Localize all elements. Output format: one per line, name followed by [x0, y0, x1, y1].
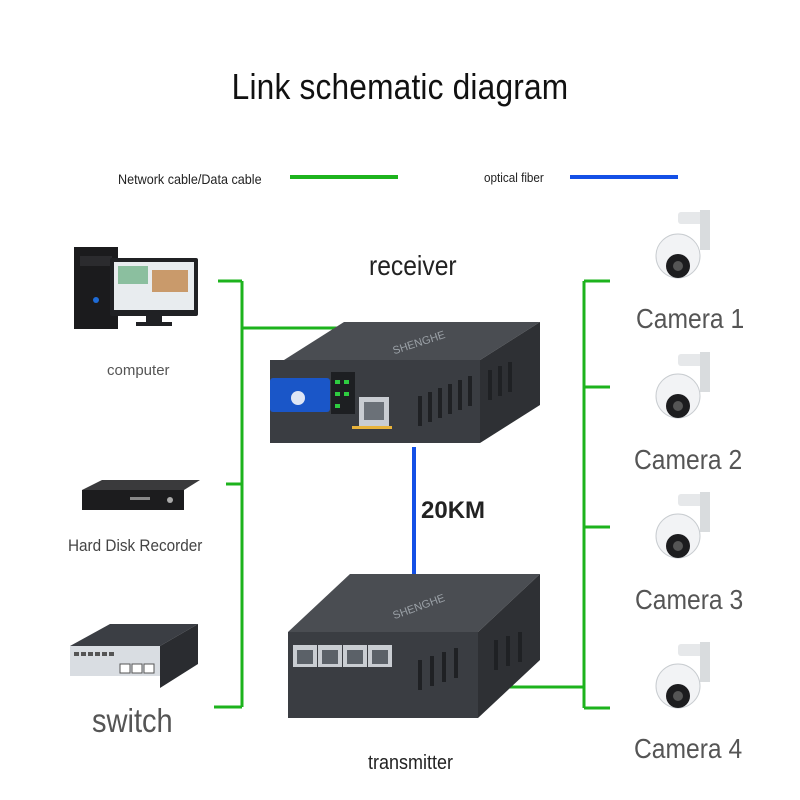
switch-label: switch [92, 702, 173, 739]
diagram-title: Link schematic diagram [231, 66, 569, 107]
camera-2-icon [655, 352, 710, 419]
recorder-label: Hard Disk Recorder [68, 536, 203, 555]
transmitter-label: transmitter [368, 752, 454, 774]
camera-2-label: Camera 2 [634, 444, 743, 475]
legend-network-label: Network cable/Data cable [118, 171, 262, 187]
legend-fiber-label: optical fiber [484, 170, 544, 185]
camera-1-label: Camera 1 [636, 303, 745, 334]
switch-icon [70, 624, 198, 688]
receiver-device: SHENGHE [270, 322, 540, 443]
computer-icon [74, 247, 198, 329]
computer-label: computer [107, 362, 170, 379]
transmitter-device: SHENGHE [288, 574, 540, 718]
hard-disk-recorder-icon [82, 480, 200, 510]
camera-1-icon [655, 210, 710, 279]
receiver-label: receiver [369, 250, 457, 281]
distance-label: 20KM [421, 497, 486, 524]
camera-3-label: Camera 3 [635, 584, 744, 615]
camera-4-label: Camera 4 [634, 733, 743, 764]
left-network-bus [214, 279, 345, 709]
camera-3-icon [655, 492, 710, 559]
camera-4-icon [655, 642, 710, 709]
right-network-bus [478, 279, 610, 710]
